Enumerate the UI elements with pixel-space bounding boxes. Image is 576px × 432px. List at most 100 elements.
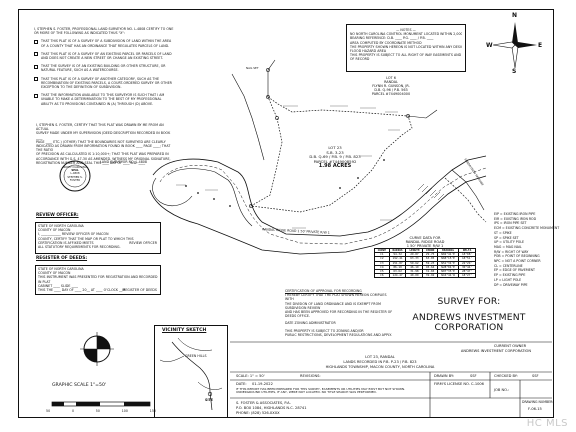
survey-cert-line: REGISTRATION NUMBER AND SEAL THIS ____ D… <box>36 160 146 165</box>
legend-item: EP = EXISTING PIPE <box>494 273 526 278</box>
road-outer-edge <box>152 155 487 237</box>
lot-description-2: LANDS RECORDED IN P.B. P-23 / P.B. 823 <box>343 360 417 364</box>
surveyor-seal-text: NORTH CAROLINA SEAL L-4808 STEPHEN S. FO… <box>63 166 87 182</box>
surveyor-seal-outer <box>59 160 91 192</box>
review-officer-title: REVIEW OFFICER: <box>36 213 79 218</box>
survey-cert-line: I, STEPHEN S. FOSTER, CERTIFY THAT THIS … <box>36 123 164 132</box>
owner-name: ANDREWS INVESTMENT CORPORATION <box>460 349 532 353</box>
checkbox-icon <box>34 64 38 69</box>
register-of-deeds-box: STATE OF NORTH CAROLINA COUNTY OF MACON … <box>35 265 161 295</box>
license-number: FIRM'S LICENSE NO. C-1006 <box>434 382 484 386</box>
firm-name: S. FOSTER & ASSOCIATES, P.A. <box>236 401 291 405</box>
survey-for-heading: SURVEY FOR: <box>437 296 501 307</box>
legend-item: ECM = EXISTING CONCRETE MONUMENT <box>494 226 560 231</box>
north-arrow-graphic <box>492 22 537 69</box>
vicinity-sketch-title: VICINITY SKETCH <box>162 328 207 333</box>
lot-description-3: HIGHLANDS TOWNSHIP, MACON COUNTY, NORTH … <box>325 365 435 369</box>
mls-watermark: HC MLS <box>526 418 568 429</box>
approval-certificate: CERTIFICATION OF APPROVAL FOR RECORDING … <box>285 289 393 337</box>
date-label: DATE: <box>236 382 247 386</box>
firm-phone: PHONE: (828) 526-XXXX <box>236 411 280 415</box>
road-centerline <box>159 165 487 245</box>
pathway-line <box>444 177 487 223</box>
notes-box: — NOTES — NO NORTH CAROLINA CONTROL MONU… <box>346 24 466 72</box>
drawn-by-label: DRAWN BY: <box>434 374 454 378</box>
note-line: AREA COMPUTED BY COORDINATE METHOD <box>350 40 422 45</box>
drawing-number-value: F-06-15 <box>528 407 542 411</box>
bearing-ticks <box>176 105 400 229</box>
surveyor-certificate: I, STEPHEN S. FOSTER, CERTIFY THAT THIS … <box>36 123 176 165</box>
curve-table-grid: CURVE RADIUS LENGTH CHORD BEARING DELTA … <box>374 247 476 279</box>
legend-item: POB = POINT OF BEGINNING <box>494 254 540 259</box>
west-boundary-line <box>231 73 265 161</box>
vicinity-sketch-box: VICINITY SKETCH GREEN HILLS SITE <box>154 325 228 418</box>
benchmark-target-icon <box>80 332 114 366</box>
legend-item: CL = CENTERLINE <box>494 263 523 268</box>
firm-address: P.O. BOX 1084, HIGHLANDS N.C. 28741 <box>236 406 307 410</box>
register-of-deeds-title: REGISTER OF DEEDS: <box>36 256 88 261</box>
survey-cert-line: ACCORDANCE WITH G.S. 47-30 AS AMENDED. W… <box>36 156 171 161</box>
note-line: THE PROPERTY SHOWN HEREON IS NOT LOCATED… <box>350 44 462 49</box>
review-officer-box: STATE OF NORTH CAROLINA COUNTY OF MACON … <box>35 222 161 254</box>
north-label: N <box>512 12 518 19</box>
survey-cert-line: SURVEY MADE UNDER MY SUPERVISION (DEED D… <box>36 131 171 140</box>
vicinity-label: GREEN HILLS <box>185 354 207 358</box>
curve-data-table: CURVE DATA FOR RANDAL RIDGE ROAD 1 50' P… <box>374 236 476 279</box>
curve-table-title: CURVE DATA FOR RANDAL RIDGE ROAD 1 50' P… <box>405 236 445 248</box>
tree-symbols <box>185 159 385 207</box>
legend-item: UP = UTILITY POLE <box>494 240 525 245</box>
vicinity-site-label: SITE <box>205 398 214 402</box>
disclaimer: IF THIS REPORT HAS BEEN PREPARED FOR THI… <box>236 387 406 395</box>
survey-cert-line: PAGE ____ ETC.) (OTHER) THAT THE BOUNDAR… <box>36 139 166 144</box>
surveyor-certification-list: I, STEPHEN S. FOSTER, PROFESSIONAL LAND … <box>34 27 174 110</box>
east-label: E <box>538 42 543 49</box>
legend-item: IPS = IRON PIPE SET <box>494 221 527 226</box>
job-number-label: JOB NO.: <box>494 388 510 392</box>
date-value: 01-19-2022 <box>252 382 273 386</box>
legend-item: SP = SPIKE SET <box>494 235 519 240</box>
legend-item: ST = SPIKE <box>494 230 512 235</box>
surveyor-seal-inner <box>63 164 87 188</box>
legend-item: EIR = EXISTING IRON ROD <box>494 216 537 221</box>
road-inner-edge-west <box>167 168 253 227</box>
cert-intro: I, STEPHEN S. FOSTER, PROFESSIONAL LAND … <box>34 27 174 36</box>
road-loop <box>152 177 193 207</box>
lot-description-1: LOT 23, RANDAL <box>365 355 395 359</box>
survey-cert-line: OF PRECISION AS CALCULATED IS 1:10,000+;… <box>36 152 169 157</box>
client-name-line1: ANDREWS INVESTMENT <box>412 311 526 323</box>
revisions-label: REVISIONS: <box>300 374 321 378</box>
vicinity-map <box>159 337 223 411</box>
east-boundary-line <box>407 109 438 119</box>
legend-item: R/W = RIGHT OF WAY <box>494 249 529 254</box>
legend-list: EIP = EXISTING IRON PIPE EIR = EXISTING … <box>494 212 560 287</box>
pathway-edge <box>451 169 485 211</box>
legend-item: LP = LIGHT POLE <box>494 277 522 282</box>
note-line: — NOTES — <box>396 28 416 32</box>
main-parcel-label: LOT 23 S.B. 3-23 D.B. Q-69 / P.B. 9 / P.… <box>309 145 361 170</box>
graphic-scale-bar <box>51 401 151 407</box>
cert-item-a: THAT THIS PLAT IS OF A SURVEY OF A SUBDI… <box>34 39 174 48</box>
hatched-area <box>417 183 445 201</box>
note-line: OF RECORD <box>350 57 370 62</box>
client-name-line2: CORPORATION <box>434 322 504 334</box>
south-label: S <box>512 68 517 75</box>
note-line: NO NORTH CAROLINA CONTROL MONUMENT LOCAT… <box>350 32 462 37</box>
legend-item: DP = DRIVEWAY PIPE <box>494 282 528 287</box>
survey-for-block: SURVEY FOR: ANDREWS INVESTMENT CORPORATI… <box>410 296 528 334</box>
surveyor-signature-label: LAND SURVEYOR NO. L-4808 <box>100 160 147 164</box>
graphic-scale-label: GRAPHIC SCALE 1"=50' <box>52 383 107 388</box>
lot6-boundary-line <box>267 59 276 97</box>
checked-by-value: SSF <box>532 374 539 378</box>
cert-item-d: THAT THIS PLAT IS OF A SURVEY OF ANOTHER… <box>34 77 174 90</box>
cert-item-c: THAT THE SURVEY IS OF AN EXISTING BUILDI… <box>34 64 174 72</box>
owner-label: CURRENT OWNER <box>493 344 527 348</box>
drawn-by-value: SSF <box>470 374 477 378</box>
checkbox-icon <box>34 93 38 98</box>
note-line: FLOOD HAZARD AREA <box>350 49 387 54</box>
scale-tick-labels: 50 0 50 100 150 <box>46 409 156 413</box>
parcel-boundary <box>249 96 413 213</box>
